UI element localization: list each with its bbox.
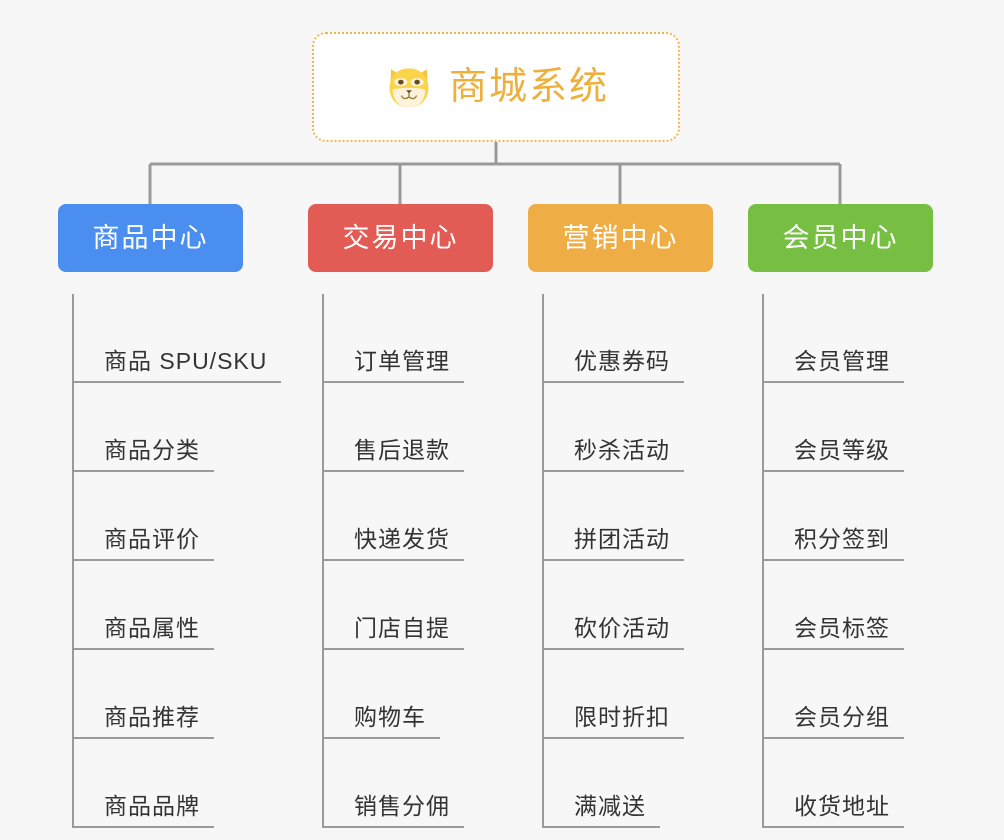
leaf-label: 商品分类 <box>104 436 200 463</box>
leaf-label: 快递发货 <box>354 525 450 552</box>
leaf-label: 优惠券码 <box>574 347 670 374</box>
leaf-item[interactable]: 会员等级 <box>764 383 974 472</box>
leaf-label: 秒杀活动 <box>574 436 670 463</box>
leaf-label: 会员等级 <box>794 436 890 463</box>
branch-member-center: 会员中心 会员管理 会员等级 积分签到 会员标签 会员分组 收货地址 <box>748 204 974 828</box>
leaf-item[interactable]: 商品 SPU/SKU <box>74 294 284 383</box>
branch-header-label: 商品中心 <box>92 222 209 253</box>
leaf-label: 购物车 <box>354 703 426 730</box>
leaf-item[interactable]: 会员管理 <box>764 294 974 383</box>
branch-header-product-center[interactable]: 商品中心 <box>58 204 243 272</box>
branch-header-label: 会员中心 <box>782 222 899 253</box>
leaf-item[interactable]: 商品评价 <box>74 472 284 561</box>
leaf-list-trade-center: 订单管理 售后退款 快递发货 门店自提 购物车 销售分佣 <box>322 294 534 828</box>
leaf-list-product-center: 商品 SPU/SKU 商品分类 商品评价 商品属性 商品推荐 商品品牌 <box>72 294 284 828</box>
branch-header-member-center[interactable]: 会员中心 <box>748 204 933 272</box>
leaf-list-marketing-center: 优惠券码 秒杀活动 拼团活动 砍价活动 限时折扣 满减送 <box>542 294 754 828</box>
leaf-item[interactable]: 销售分佣 <box>324 739 534 828</box>
leaf-item[interactable]: 限时折扣 <box>544 650 754 739</box>
leaf-item[interactable]: 拼团活动 <box>544 472 754 561</box>
leaf-label: 限时折扣 <box>574 703 670 730</box>
branch-trade-center: 交易中心 订单管理 售后退款 快递发货 门店自提 购物车 销售分佣 <box>308 204 534 828</box>
leaf-label: 商品属性 <box>104 614 200 641</box>
leaf-item[interactable]: 售后退款 <box>324 383 534 472</box>
leaf-label: 商品品牌 <box>104 792 200 819</box>
leaf-item[interactable]: 会员分组 <box>764 650 974 739</box>
leaf-label: 收货地址 <box>794 792 890 819</box>
leaf-item[interactable]: 收货地址 <box>764 739 974 828</box>
leaf-label: 商品推荐 <box>104 703 200 730</box>
leaf-label: 售后退款 <box>354 436 450 463</box>
branch-header-marketing-center[interactable]: 营销中心 <box>528 204 713 272</box>
leaf-item[interactable]: 秒杀活动 <box>544 383 754 472</box>
leaf-label: 销售分佣 <box>354 792 450 819</box>
leaf-item[interactable]: 购物车 <box>324 650 534 739</box>
leaf-item[interactable]: 商品推荐 <box>74 650 284 739</box>
branch-product-center: 商品中心 商品 SPU/SKU 商品分类 商品评价 商品属性 商品推荐 商品品牌 <box>58 204 284 828</box>
leaf-item[interactable]: 商品品牌 <box>74 739 284 828</box>
branch-header-trade-center[interactable]: 交易中心 <box>308 204 493 272</box>
leaf-label: 订单管理 <box>354 347 450 374</box>
leaf-label: 门店自提 <box>354 614 450 641</box>
leaf-item[interactable]: 商品分类 <box>74 383 284 472</box>
branch-header-label: 交易中心 <box>342 222 459 253</box>
leaf-label: 拼团活动 <box>574 525 670 552</box>
branch-marketing-center: 营销中心 优惠券码 秒杀活动 拼团活动 砍价活动 限时折扣 满减送 <box>528 204 754 828</box>
leaf-item[interactable]: 商品属性 <box>74 561 284 650</box>
leaf-label: 砍价活动 <box>574 614 670 641</box>
leaf-item[interactable]: 门店自提 <box>324 561 534 650</box>
leaf-item[interactable]: 会员标签 <box>764 561 974 650</box>
shiba-inu-face-icon <box>389 68 429 108</box>
leaf-item[interactable]: 积分签到 <box>764 472 974 561</box>
leaf-item[interactable]: 砍价活动 <box>544 561 754 650</box>
leaf-label: 商品 SPU/SKU <box>104 347 268 374</box>
leaf-item[interactable]: 订单管理 <box>324 294 534 383</box>
branch-header-label: 营销中心 <box>562 222 679 253</box>
leaf-label: 会员标签 <box>794 614 890 641</box>
leaf-label: 积分签到 <box>794 525 890 552</box>
leaf-list-member-center: 会员管理 会员等级 积分签到 会员标签 会员分组 收货地址 <box>762 294 974 828</box>
leaf-item[interactable]: 快递发货 <box>324 472 534 561</box>
leaf-item[interactable]: 满减送 <box>544 739 754 828</box>
leaf-label: 会员分组 <box>794 703 890 730</box>
leaf-label: 会员管理 <box>794 347 890 374</box>
root-node[interactable]: 商城系统 <box>312 32 680 142</box>
leaf-label: 满减送 <box>574 792 646 819</box>
leaf-item[interactable]: 优惠券码 <box>544 294 754 383</box>
root-title: 商城系统 <box>448 66 609 108</box>
leaf-label: 商品评价 <box>104 525 200 552</box>
